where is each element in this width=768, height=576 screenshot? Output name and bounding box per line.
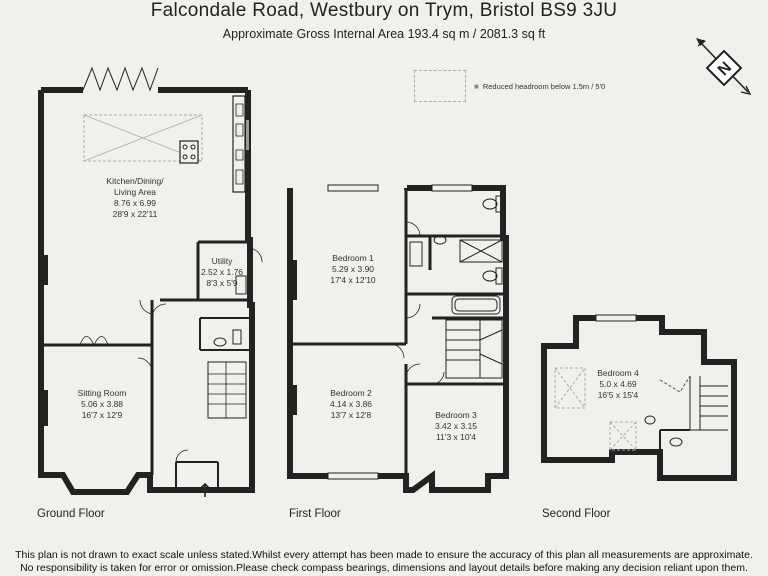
room-sitting: Sitting Room 5.06 x 3.88 16'7 x 12'9: [60, 388, 144, 421]
room-name: Kitchen/Dining/: [106, 176, 164, 186]
room-metric: 5.0 x 4.69: [599, 379, 637, 389]
room-imperial: 11'3 x 10'4: [436, 432, 476, 442]
room-utility: Utility 2.52 x 1.76 8'3 x 5'9: [196, 256, 248, 289]
room-bedroom-1: Bedroom 1 5.29 x 3.90 17'4 x 12'10: [318, 253, 388, 286]
room-name: Utility: [211, 256, 233, 266]
room-imperial: 13'7 x 12'8: [330, 410, 372, 420]
room-metric: 4.14 x 3.86: [329, 399, 373, 409]
room-imperial: 16'7 x 12'9: [81, 410, 123, 420]
compass-icon: N: [696, 38, 752, 96]
room-name: Bedroom 2: [330, 388, 372, 398]
room-metric: 5.06 x 3.88: [80, 399, 124, 409]
headroom-legend: ■ Reduced headroom below 1.5m / 5'0: [414, 70, 605, 102]
disclaimer-line-1: This plan is not drawn to exact scale un…: [15, 549, 753, 561]
room-bedroom-4: Bedroom 4 5.0 x 4.69 16'5 x 15'4: [586, 368, 650, 401]
ground-floor-plan: [38, 90, 255, 495]
room-bedroom-3: Bedroom 3 3.42 x 3.15 11'3 x 10'4: [420, 410, 492, 443]
room-imperial: 28'9 x 22'11: [112, 209, 158, 219]
plan-title: Falcondale Road, Westbury on Trym, Brist…: [150, 0, 618, 21]
room-kitchen-dining-living: Kitchen/Dining/ Living Area 8.76 x 6.99 …: [80, 176, 190, 220]
reduced-headroom-swatch: [414, 70, 466, 102]
room-imperial: 16'5 x 15'4: [597, 390, 639, 400]
room-name: Sitting Room: [77, 388, 127, 398]
gross-area-subtitle: Approximate Gross Internal Area 193.4 sq…: [222, 27, 546, 41]
room-name: Bedroom 4: [597, 368, 639, 378]
room-name: Bedroom 3: [435, 410, 477, 420]
second-floor-label: Second Floor: [542, 508, 611, 520]
room-imperial: 8'3 x 5'9: [206, 278, 238, 288]
room-name: Bedroom 1: [332, 253, 374, 263]
entrance-arrow-icon: [200, 482, 210, 497]
room-imperial: 17'4 x 12'10: [330, 275, 376, 285]
room-metric: 3.42 x 3.15: [434, 421, 478, 431]
disclaimer-line-2: No responsibility is taken for error or …: [20, 562, 748, 574]
legend-bullet-icon: ■: [474, 81, 479, 91]
room-metric: 8.76 x 6.99: [113, 198, 157, 208]
room-name-line2: Living Area: [113, 187, 157, 197]
legend-text: Reduced headroom below 1.5m / 5'0: [482, 81, 606, 91]
room-bedroom-2: Bedroom 2 4.14 x 3.86 13'7 x 12'8: [316, 388, 386, 421]
room-metric: 2.52 x 1.76: [200, 267, 244, 277]
room-metric: 5.29 x 3.90: [331, 264, 375, 274]
ground-floor-label: Ground Floor: [37, 508, 105, 520]
first-floor-label: First Floor: [289, 508, 341, 520]
